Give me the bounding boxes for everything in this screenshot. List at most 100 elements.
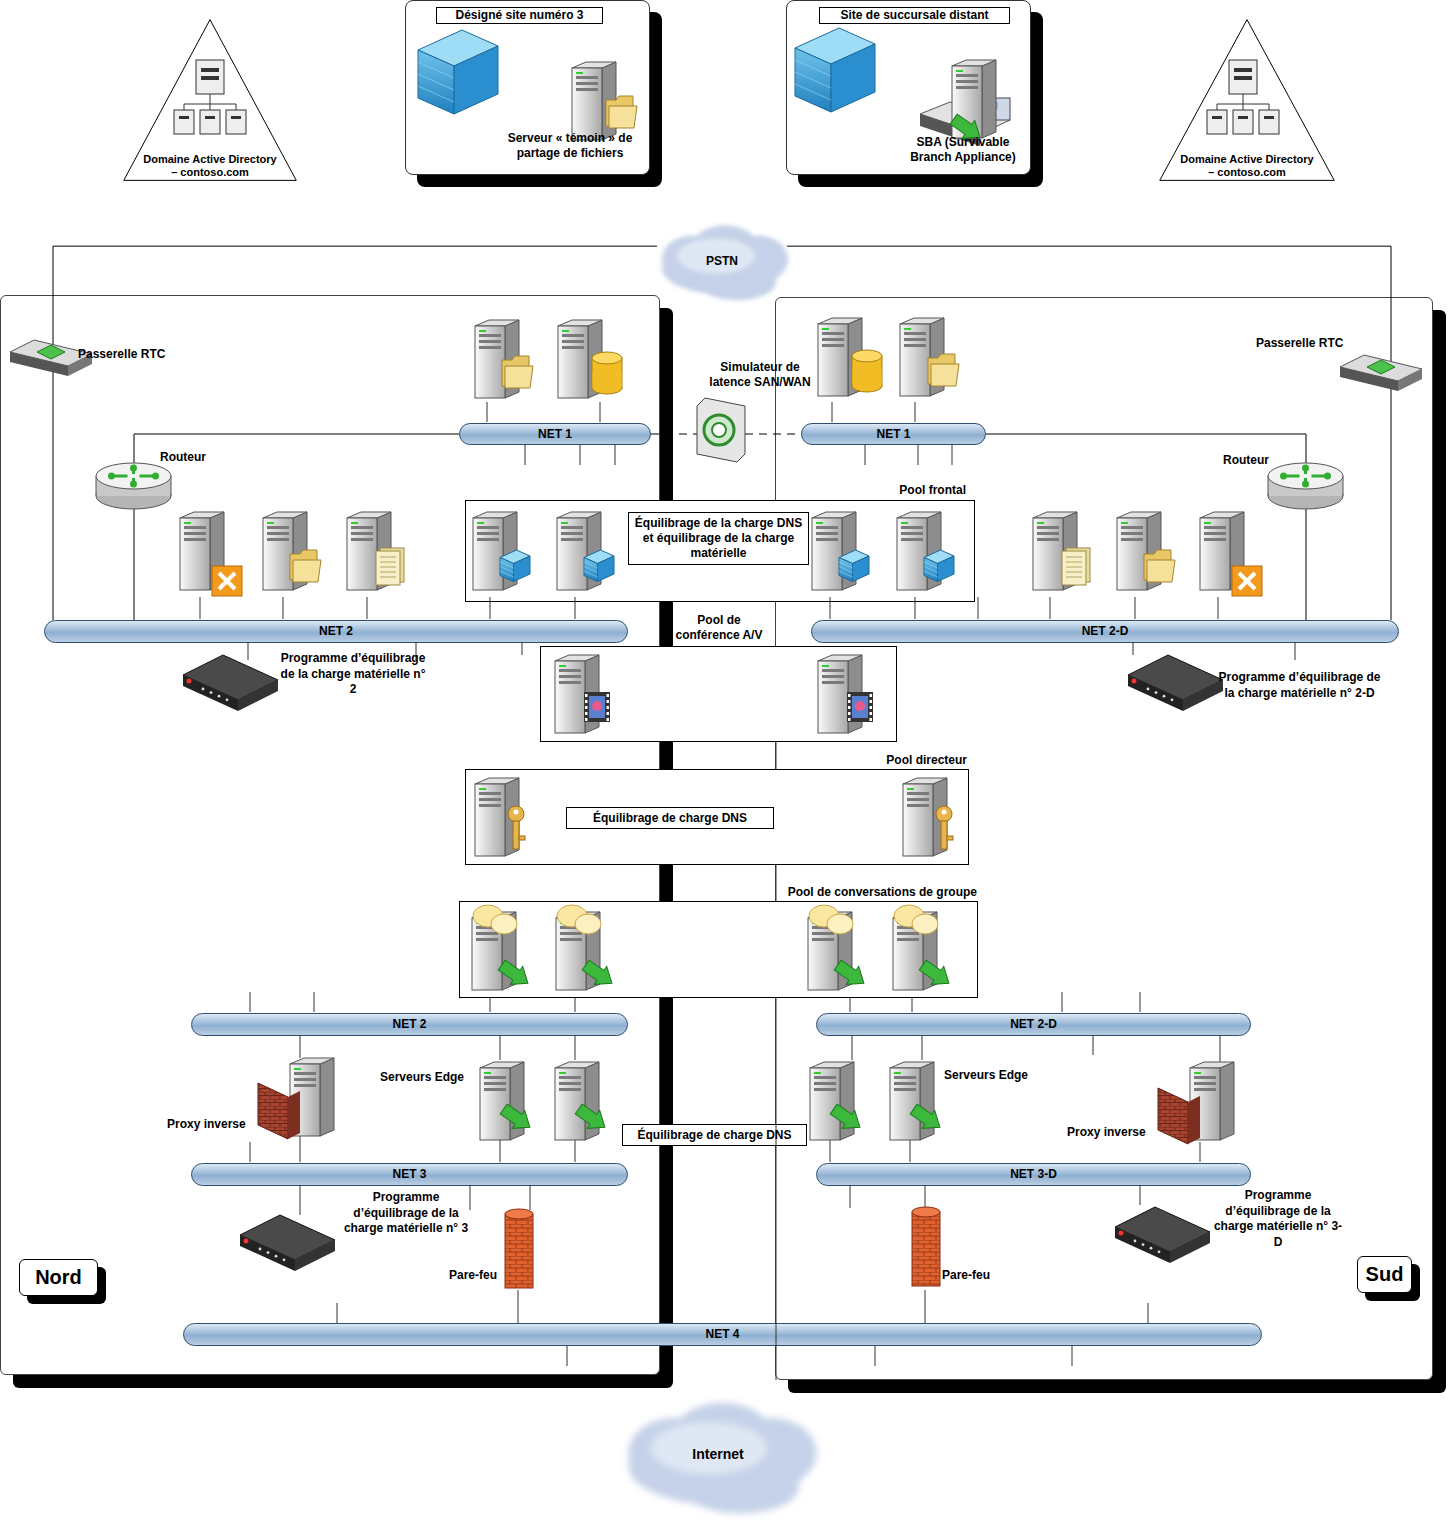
server-icon (818, 318, 862, 396)
green-arrow (495, 956, 534, 992)
chat-badge (473, 905, 517, 934)
network-link (53, 246, 657, 620)
bus-label: NET 2-D (1010, 1017, 1057, 1032)
site-panel: Désigné site numéro 3Serveur « témoin » … (405, 0, 650, 175)
green-arrow (579, 956, 618, 992)
server-icon (897, 512, 941, 590)
folder-badge (1144, 550, 1175, 582)
node-label: Pool directeur (886, 753, 967, 768)
network-bus: NET 1 (459, 423, 651, 445)
server-icon (572, 62, 616, 140)
network-link (787, 246, 1391, 620)
server-pool: Pool frontalÉquilibrage de la charge DNS… (465, 500, 975, 602)
network-link (745, 434, 801, 435)
node-body-text: SBA (Survivable Branch Appliance) (897, 135, 1029, 165)
network-bus: NET 3-D (816, 1163, 1251, 1186)
green-arrow (497, 1100, 536, 1136)
gateway-icon (10, 340, 92, 376)
green-arrow (827, 1100, 866, 1136)
directory-tree-icon (1207, 60, 1279, 134)
server-icon (347, 512, 391, 590)
network-link (651, 434, 697, 435)
node-label: Équilibrage de la charge DNS et équilibr… (633, 516, 804, 561)
cube-icon (584, 550, 614, 582)
cube-icon (795, 28, 875, 112)
drop-wires (200, 402, 1295, 1380)
server-icon (808, 912, 852, 990)
network-bus: NET 2 (44, 620, 628, 643)
load-balancer-label: Programme d’équilibrage de la charge mat… (1212, 1188, 1344, 1250)
exchange-badge (1232, 566, 1262, 596)
server-icon (1200, 512, 1244, 590)
load-balancing-box: Équilibrage de charge DNS (566, 807, 774, 829)
folder-badge (290, 550, 321, 582)
ad-domain-triangle: Domaine Active Directory – contoso.com (122, 18, 298, 182)
node-label: PSTN (647, 254, 797, 269)
server-icon (558, 320, 602, 398)
sba-icon (920, 98, 1010, 146)
server-icon (1033, 512, 1077, 590)
edge-servers-label: Serveurs Edge (944, 1068, 1028, 1084)
server-icon (818, 655, 862, 733)
load-balancing-box: Équilibrage de charge DNS (622, 1124, 807, 1146)
chat-badge (557, 905, 601, 934)
load-balancer-label: Programme d’équilibrage de la charge mat… (340, 1190, 472, 1237)
folder-badge (606, 96, 637, 128)
bus-label: NET 3 (392, 1167, 426, 1182)
firewall-label: Pare-feu (942, 1268, 990, 1284)
network-bus: NET 4 (183, 1323, 1262, 1346)
server-icon (480, 1062, 524, 1140)
server-icon (952, 60, 996, 138)
firewall-icon (505, 1209, 533, 1288)
server-icon (1117, 512, 1161, 590)
network-bus: NET 3 (191, 1163, 628, 1186)
node-label: Pool de conférence A/V (664, 613, 774, 643)
node-label: Sud (1357, 1256, 1412, 1293)
node-label: Nord (19, 1259, 98, 1296)
router-label: Routeur (1223, 453, 1269, 469)
latency-simulator: Simulateur de latence SAN/WAN (697, 398, 745, 462)
exchange-badge (212, 566, 242, 596)
network-link (986, 434, 1306, 620)
green-arrow (907, 1100, 946, 1136)
cube-icon (418, 30, 498, 114)
pstn-cloud: PSTN (647, 218, 797, 306)
directory-tree-icon (174, 60, 246, 134)
node-label: Équilibrage de charge DNS (637, 1128, 791, 1143)
key-badge (508, 806, 525, 849)
document-badge (1062, 548, 1090, 585)
node-label: Pool de conversations de groupe (788, 885, 977, 900)
firewall-label: Pare-feu (449, 1268, 497, 1284)
server-icon (475, 778, 519, 856)
chat-badge (809, 905, 853, 934)
server-icon (812, 512, 856, 590)
folder-badge (928, 354, 959, 386)
node-label: Domaine Active Directory – contoso.com (1177, 153, 1317, 181)
server-icon (475, 320, 519, 398)
bus-label: NET 4 (705, 1327, 739, 1342)
load-balancer-icon (183, 655, 278, 711)
simulator-icon (697, 398, 745, 462)
server-icon (900, 318, 944, 396)
cube-icon (924, 550, 954, 582)
server-pool: Pool de conférence A/V (540, 646, 897, 742)
cube-icon (500, 550, 530, 582)
proxy-wall-icon (258, 1083, 300, 1139)
load-balancer-icon (1128, 655, 1223, 711)
green-arrow (916, 956, 955, 992)
key-badge (936, 806, 953, 849)
node-label: Simulateur de latence SAN/WAN (705, 360, 815, 390)
server-icon (472, 912, 516, 990)
ad-domain-triangle: Domaine Active Directory – contoso.com (1158, 18, 1336, 182)
green-arrow (831, 956, 870, 992)
gateway-label: Passerelle RTC (78, 347, 165, 363)
proxy-label: Proxy inverse (167, 1117, 246, 1133)
server-icon (1190, 1062, 1234, 1140)
node-label: Internet (606, 1446, 830, 1464)
node-label: Site de succursale distant (819, 7, 1010, 24)
node-body-text: Serveur « témoin » de partage de fichier… (494, 131, 646, 161)
bus-label: NET 1 (538, 427, 572, 442)
site-panel: Site de succursale distantSBA (Survivabl… (786, 0, 1031, 175)
